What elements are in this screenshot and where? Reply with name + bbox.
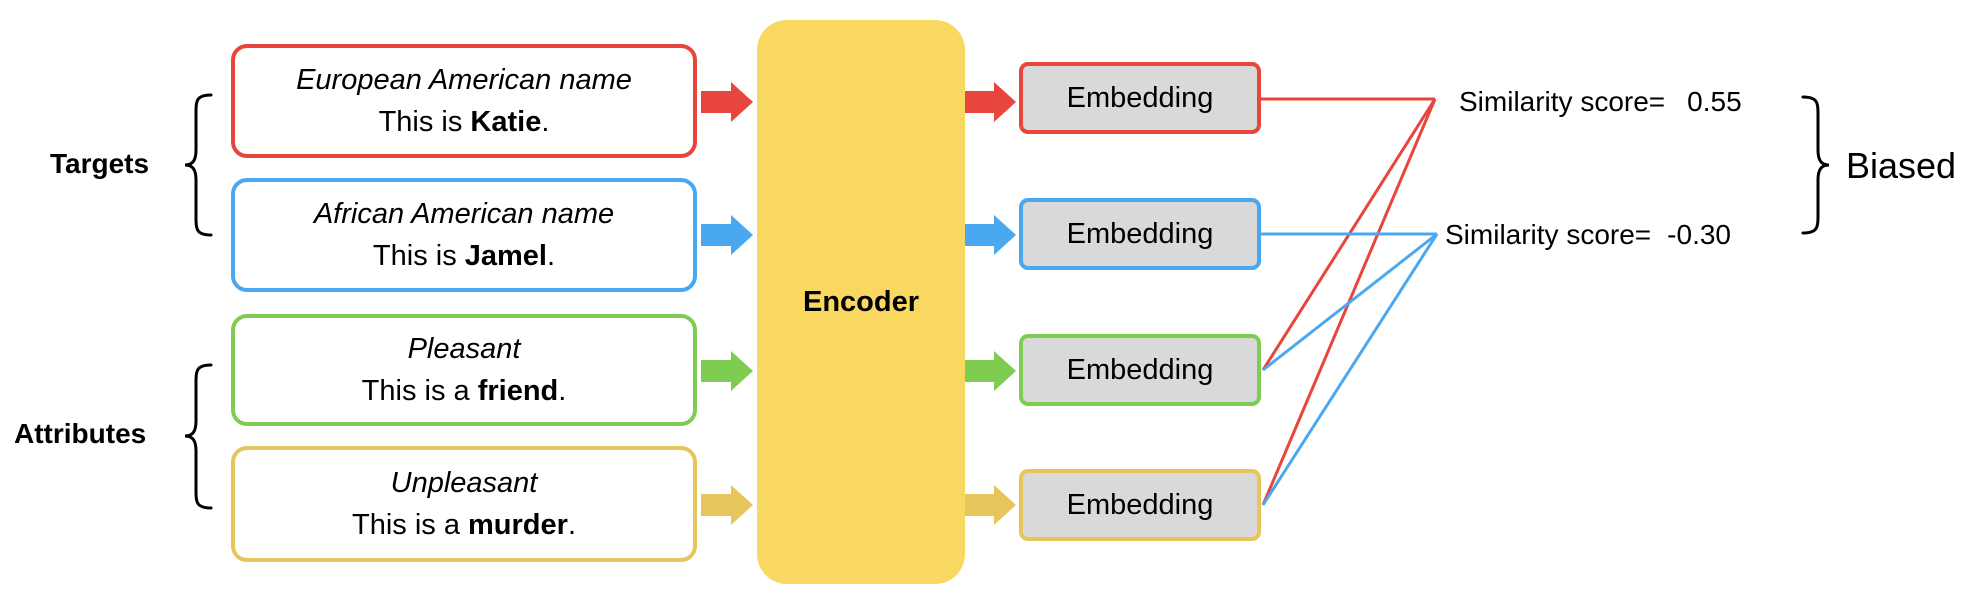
input-box-african-american: African American name This is Jamel.	[231, 178, 697, 292]
input-arrow-4	[701, 485, 753, 525]
input-category: European American name	[296, 64, 632, 96]
attributes-label: Attributes	[14, 418, 147, 449]
input-category: Pleasant	[407, 333, 521, 365]
blue-line-embedding-4	[1261, 233, 1439, 506]
input-sentence: This is a murder.	[351, 509, 576, 541]
score-label: Similarity score=	[1445, 219, 1652, 250]
output-arrow-4	[964, 485, 1016, 525]
input-arrow-1	[701, 82, 753, 122]
blue-line-embedding-3	[1262, 232, 1438, 372]
arrows	[701, 82, 1016, 525]
biased-label: Biased	[1846, 145, 1957, 186]
encoder-block: Encoder	[757, 20, 965, 584]
similarity-lines	[1261, 97, 1439, 506]
embedding-box-2: Embedding	[1019, 198, 1261, 270]
attributes-brace	[184, 363, 213, 510]
output-arrow-2	[964, 215, 1016, 255]
output-arrow-1	[964, 82, 1016, 122]
input-box-unpleasant: Unpleasant This is a murder.	[231, 446, 697, 562]
input-sentence: This is Katie.	[378, 106, 550, 138]
output-arrow-3	[964, 351, 1016, 391]
score-value: -0.30	[1667, 219, 1731, 250]
input-arrow-2	[701, 215, 753, 255]
input-sentence: This is Jamel.	[372, 240, 556, 272]
score-label: Similarity score=	[1459, 86, 1666, 117]
similarity-score-blue: Similarity score= -0.30	[1445, 219, 1731, 251]
embedding-box-3: Embedding	[1019, 334, 1261, 406]
input-arrow-3	[701, 351, 753, 391]
input-box-european-american: European American name This is Katie.	[231, 44, 697, 158]
similarity-score-red: Similarity score= 0.55	[1459, 86, 1742, 118]
embedding-box-4: Embedding	[1019, 469, 1261, 541]
input-category: African American name	[313, 198, 615, 230]
targets-label: Targets	[50, 148, 150, 179]
input-sentence: This is a friend.	[361, 375, 567, 407]
group-braces	[184, 93, 1830, 510]
score-value: 0.55	[1687, 86, 1742, 117]
input-box-pleasant: Pleasant This is a friend.	[231, 314, 697, 426]
targets-brace	[184, 93, 213, 237]
biased-brace	[1801, 95, 1830, 235]
input-category: Unpleasant	[390, 467, 538, 499]
embedding-box-1: Embedding	[1019, 62, 1261, 134]
encoder-label: Encoder	[802, 285, 920, 318]
